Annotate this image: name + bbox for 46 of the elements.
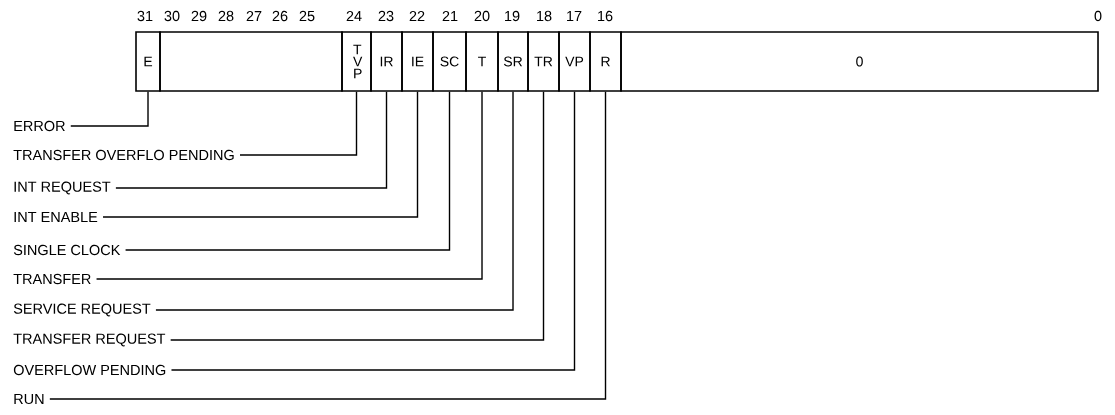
bit-number: 23	[378, 10, 394, 22]
bit-field: SC	[432, 31, 467, 92]
signal-label: RUN	[14, 393, 44, 405]
bit-field: T	[465, 31, 499, 92]
leader-line	[49, 91, 607, 400]
bit-number: 25	[299, 10, 315, 22]
signal-label: TRANSFER	[13, 273, 91, 285]
bit-field: TR	[527, 31, 560, 92]
bit-number: 22	[409, 10, 425, 22]
bit-number: 18	[537, 10, 552, 22]
bit-number: 17	[567, 11, 582, 21]
leader-line	[102, 91, 419, 218]
bit-field: IE	[401, 31, 434, 92]
leader-line	[239, 91, 358, 156]
bit-number: 0	[1094, 10, 1102, 22]
bit-field: T V P	[341, 31, 372, 92]
bit-number: 24	[346, 10, 362, 22]
bit-field: VP	[558, 31, 591, 92]
leader-line	[169, 91, 545, 341]
bit-number: 21	[442, 10, 458, 22]
bit-field: SR	[497, 31, 529, 92]
bit-number: 30	[164, 10, 180, 22]
leader-line	[115, 91, 388, 189]
leader-line	[170, 91, 576, 371]
signal-label: ERROR	[14, 120, 65, 132]
signal-label: INT ENABLE	[14, 212, 98, 222]
leader-line	[70, 91, 149, 127]
leader-line	[124, 91, 451, 251]
bit-field: 0	[620, 31, 1099, 92]
bit-number: 19	[505, 10, 520, 22]
bit-field: R	[589, 31, 622, 92]
bit-number: 20	[474, 10, 490, 22]
leader-line	[95, 91, 483, 280]
bit-field: E	[135, 31, 161, 92]
bit-number: 29	[191, 10, 207, 22]
bit-field: IR	[370, 31, 403, 92]
signal-label: INT REQUEST	[14, 181, 111, 195]
signal-label: SINGLE CLOCK	[13, 244, 121, 256]
signal-label: TRANSFER OVERFLO PENDING	[13, 149, 234, 161]
leader-line	[155, 91, 514, 311]
signal-label: TRANSFER REQUEST	[13, 333, 166, 347]
signal-label: OVERFLOW PENDING	[13, 364, 166, 376]
signal-label: SERVICE REQUEST	[13, 303, 151, 317]
bit-number: 31	[137, 10, 153, 22]
bit-number: 16	[598, 10, 613, 22]
reserved-field	[159, 31, 343, 92]
